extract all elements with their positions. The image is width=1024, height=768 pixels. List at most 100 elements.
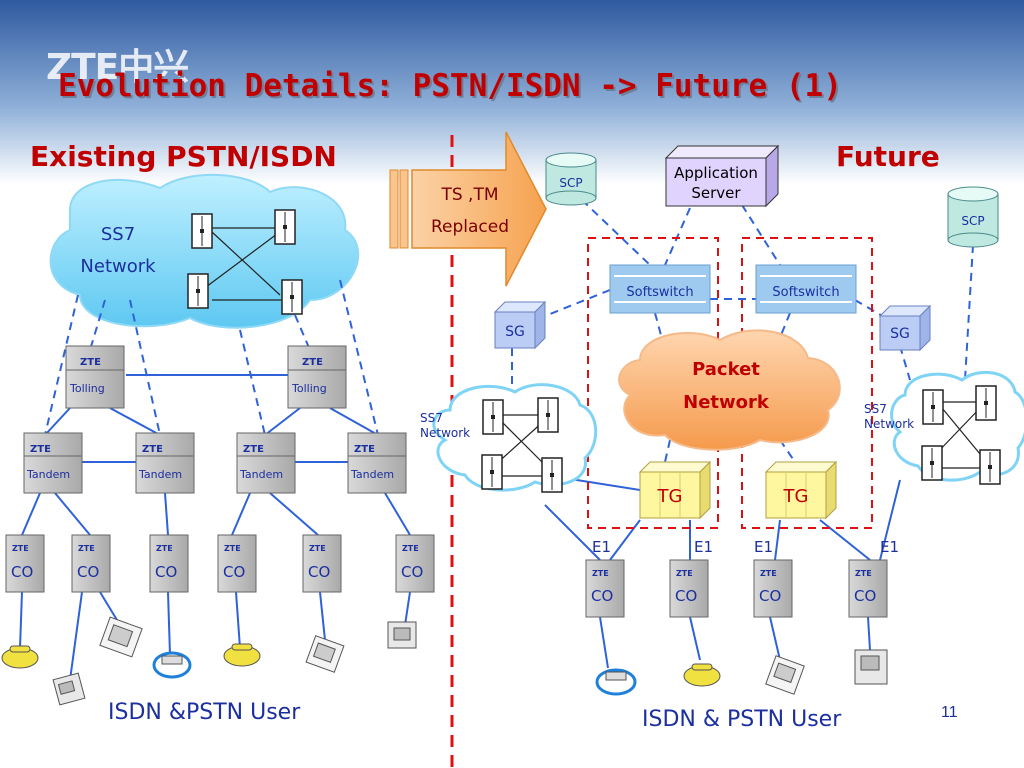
phone-icon [305, 635, 345, 673]
tg-label: TG [783, 486, 809, 507]
ss7-cloud-left: SS7 Network [49, 173, 360, 329]
tandem-label: Tandem [350, 468, 394, 481]
co-switch: ZTE CO [217, 534, 257, 593]
app-server-line2: Server [691, 184, 741, 202]
co-label: CO [77, 563, 99, 581]
zte-brand: ZTE [12, 544, 29, 553]
ss7-label-right-a-line1: SS7 [420, 411, 443, 425]
co-label: CO [308, 563, 330, 581]
trunk-gateway: TG [764, 460, 838, 520]
stp-switch [975, 385, 997, 421]
tandem-server: ZTE Tandem [23, 432, 83, 494]
sg-label: SG [505, 324, 525, 340]
e1-label: E1 [880, 538, 899, 556]
slide-title: Evolution Details: PSTN/ISDN -> Future (… [58, 68, 842, 104]
trunk-gateway: TG [638, 460, 712, 520]
stp-switch [922, 389, 944, 425]
ss7-label-right-b-line2: Network [864, 417, 914, 431]
zte-brand: ZTE [224, 544, 241, 553]
ss7-label-right-a-line2: Network [420, 426, 470, 440]
zte-brand: ZTE [80, 357, 101, 368]
phone-icon [152, 651, 192, 679]
signaling-gateway: SG [878, 304, 932, 352]
zte-brand: ZTE [592, 569, 609, 578]
softswitch-label: Softswitch [772, 285, 839, 300]
co-switch: ZTE CO [302, 534, 342, 593]
co-label: CO [155, 563, 177, 581]
trunk-links-left [19, 374, 411, 681]
ss7-cloud-right-a [432, 383, 598, 493]
stp-switch [537, 397, 559, 433]
zte-brand: ZTE [402, 544, 419, 553]
packet-network-line2: Network [683, 392, 770, 413]
phone-icon [854, 649, 888, 685]
zte-logo: ZTE中兴 [46, 47, 189, 88]
application-server: Application Server [664, 144, 780, 208]
phone-icon [1, 645, 39, 669]
phone-icon [99, 616, 143, 658]
tolling-label: Tolling [69, 382, 105, 395]
co-label: CO [223, 563, 245, 581]
page-number: 11 [941, 704, 958, 721]
co-label: CO [675, 587, 697, 605]
e1-label: E1 [754, 538, 773, 556]
stp-switch [482, 399, 504, 435]
co-switch: ZTE CO [848, 559, 888, 618]
tolling-server: ZTE Tolling [65, 345, 125, 409]
phone-icon [387, 621, 417, 649]
replacement-arrow: TS ,TM Replaced [389, 131, 547, 287]
tandem-label: Tandem [26, 468, 70, 481]
softswitch: Softswitch [609, 264, 711, 314]
signaling-links-left [44, 279, 379, 436]
packet-network-cloud: Packet Network [618, 329, 841, 451]
co-switch: ZTE CO [753, 559, 793, 618]
co-label: CO [591, 587, 613, 605]
arrow-text-line2: Replaced [431, 217, 509, 237]
stp-switch [921, 445, 943, 481]
stp-switch [191, 213, 213, 249]
scp-label: SCP [559, 176, 582, 190]
ss7-label-right-b-line1: SS7 [864, 402, 887, 416]
co-label: CO [759, 587, 781, 605]
scp-database-icon: SCP [545, 152, 597, 206]
co-switch: ZTE CO [669, 559, 709, 618]
softswitch-label: Softswitch [626, 285, 693, 300]
signaling-gateway: SG [493, 300, 547, 350]
zte-brand: ZTE [30, 444, 51, 455]
stp-switch [481, 454, 503, 490]
zte-brand: ZTE [156, 544, 173, 553]
tandem-server: ZTE Tandem [135, 432, 195, 494]
stp-switch [979, 449, 1001, 485]
stp-switch [274, 209, 296, 245]
heading-future: Future [836, 140, 940, 173]
future-network: Application Server SCP SCP So [420, 144, 1024, 696]
app-server-line1: Application [674, 164, 758, 182]
zte-brand: ZTE [855, 569, 872, 578]
co-label: CO [401, 563, 423, 581]
phone-icon [683, 663, 721, 687]
scp-database-icon: SCP [947, 186, 999, 248]
stp-switch [187, 273, 209, 309]
co-label: CO [11, 563, 33, 581]
zte-brand: ZTE [142, 444, 163, 455]
trunk-links-right [544, 474, 901, 669]
zte-brand: ZTE [302, 357, 323, 368]
phone-icon [765, 655, 805, 695]
co-switch: ZTE CO [395, 534, 435, 593]
user-label-left: ISDN &PSTN User [108, 700, 301, 725]
co-switch: ZTE CO [149, 534, 189, 593]
zte-brand: ZTE [243, 444, 264, 455]
co-label: CO [854, 587, 876, 605]
existing-network: SS7 Network [1, 173, 435, 706]
co-switch: ZTE CO [585, 559, 625, 618]
ss7-label-line2: Network [80, 256, 156, 277]
phone-icon [595, 668, 637, 696]
sg-label: SG [890, 326, 910, 342]
ss7-cloud-right-b [890, 370, 1024, 485]
user-label-right: ISDN & PSTN User [642, 707, 842, 732]
packet-network-line1: Packet [692, 359, 760, 380]
zte-brand: ZTE [78, 544, 95, 553]
stp-switch [541, 457, 563, 493]
tolling-server: ZTE Tolling [287, 345, 347, 409]
